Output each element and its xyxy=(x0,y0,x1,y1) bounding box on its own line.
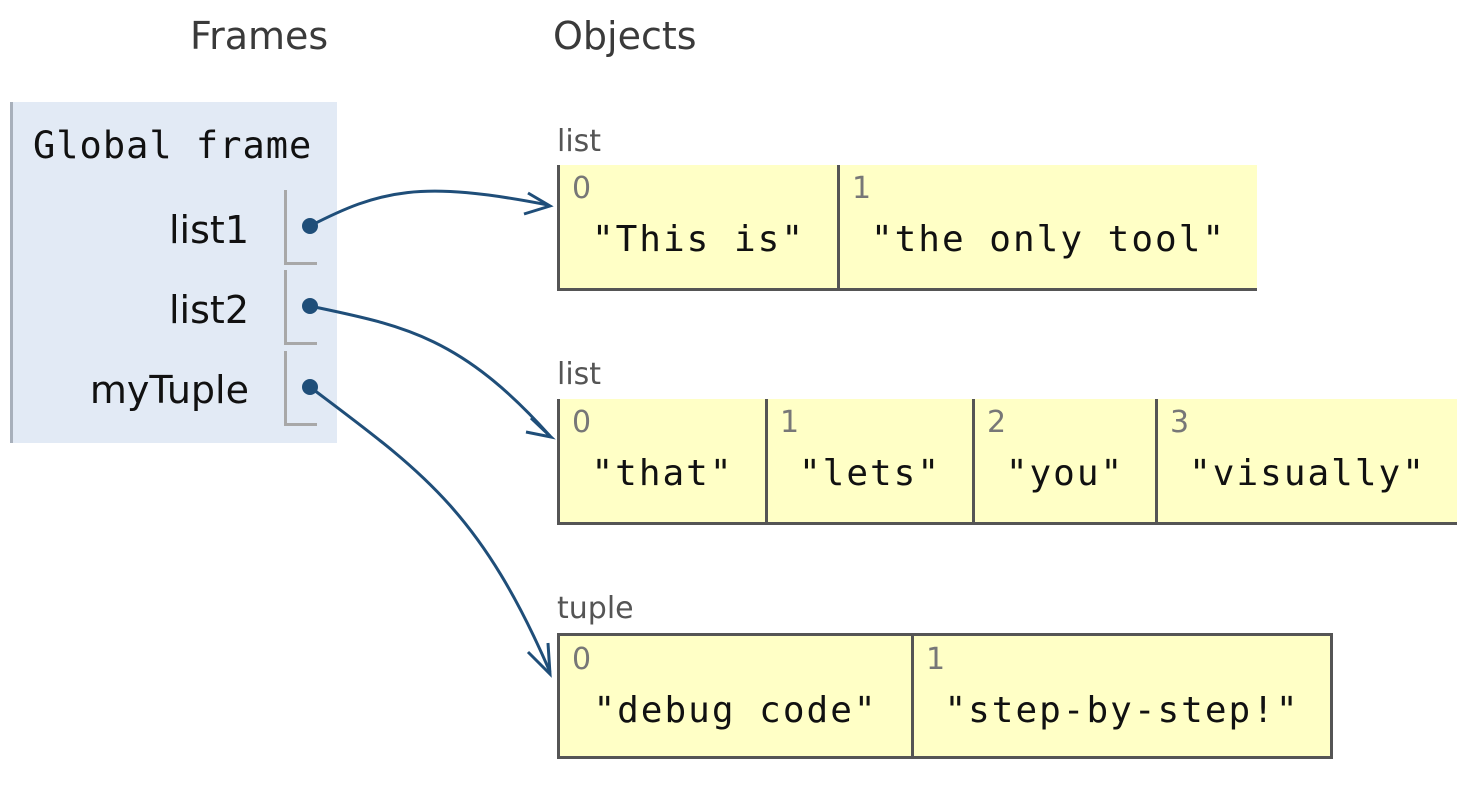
var-pointer-mytuple[interactable] xyxy=(284,351,317,426)
list-cell: 3 "visually" xyxy=(1155,399,1457,522)
list-cell: 0 "that" xyxy=(557,399,765,522)
arrow-head xyxy=(523,191,554,216)
cell-index: 2 xyxy=(987,405,1007,440)
cell-index: 1 xyxy=(780,405,800,440)
arrow-head xyxy=(526,642,552,678)
tuple-cell: 0 "debug code" xyxy=(560,636,911,756)
objects-header: Objects xyxy=(553,14,697,58)
cell-value: "This is" xyxy=(591,219,806,260)
var-name-list2: list2 xyxy=(169,288,249,332)
list-cell: 1 "the only tool" xyxy=(837,165,1257,288)
cell-index: 3 xyxy=(1170,405,1190,440)
list-cell: 2 "you" xyxy=(972,399,1155,522)
tuple-cell: 1 "step-by-step!" xyxy=(911,636,1330,756)
var-name-mytuple: myTuple xyxy=(89,368,249,412)
cell-index: 0 xyxy=(572,171,592,206)
cell-value: "you" xyxy=(1005,453,1125,494)
arrow-path xyxy=(309,189,549,228)
heap-list-2[interactable]: 0 "that" 1 "lets" 2 "you" 3 "visually" xyxy=(557,399,1457,525)
arrow-list2 xyxy=(302,298,556,440)
cell-index: 0 xyxy=(572,405,592,440)
cell-index: 0 xyxy=(572,642,592,677)
var-name-list1: list1 xyxy=(169,208,249,252)
object-type-label: list xyxy=(557,124,602,159)
arrow-head xyxy=(525,416,556,440)
heap-list-1[interactable]: 0 "This is" 1 "the only tool" xyxy=(557,165,1257,291)
frame-title: Global frame xyxy=(33,124,313,167)
list-cell: 0 "This is" xyxy=(557,165,837,288)
arrow-path xyxy=(309,385,552,673)
cell-value: "lets" xyxy=(798,453,942,494)
cell-value: "the only tool" xyxy=(870,219,1227,260)
var-pointer-list2[interactable] xyxy=(284,270,317,345)
cell-value: "step-by-step!" xyxy=(944,690,1300,731)
cell-index: 1 xyxy=(852,171,872,206)
global-frame: Global frame list1 list2 myTuple xyxy=(10,102,337,443)
cell-value: "debug code" xyxy=(593,690,878,731)
frames-header: Frames xyxy=(190,14,329,58)
cell-index: 1 xyxy=(926,642,946,677)
object-type-label: tuple xyxy=(557,591,634,626)
arrow-path xyxy=(309,304,552,437)
var-pointer-list1[interactable] xyxy=(284,190,317,265)
arrow-mytuple xyxy=(302,379,552,678)
object-type-label: list xyxy=(557,357,602,392)
cell-value: "that" xyxy=(591,453,734,494)
arrow-list1 xyxy=(302,189,554,234)
list-cell: 1 "lets" xyxy=(765,399,972,522)
cell-value: "visually" xyxy=(1189,453,1426,494)
heap-tuple[interactable]: 0 "debug code" 1 "step-by-step!" xyxy=(557,633,1333,759)
